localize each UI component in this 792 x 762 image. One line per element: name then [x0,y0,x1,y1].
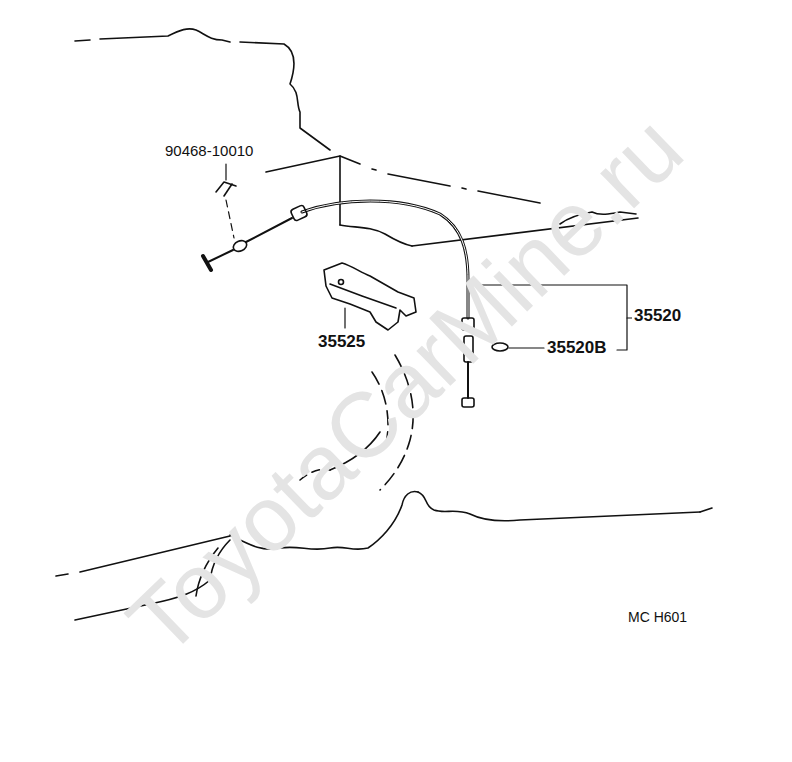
cable-inner [246,218,292,242]
engine-outline [340,225,412,246]
clip [224,184,232,196]
bracket [324,263,416,330]
part-number: 35525 [316,333,367,352]
engine-outline [418,492,700,521]
clip [216,182,236,192]
engine-outline [266,156,340,225]
leader-line [225,164,226,180]
phantom-line [340,156,540,203]
cable-end [203,256,211,270]
engine-outline [240,42,330,150]
figure-code: MC H601 [626,610,689,625]
phantom-line [75,40,90,41]
leader-line [226,200,234,238]
cable-end [462,398,474,407]
watermark: ToyotaCarMine.ru [112,100,698,671]
bracket [330,284,396,308]
leader-line [344,308,345,328]
part-number: 35520 [632,307,683,326]
leader-line [509,347,544,348]
bracket-hole [339,280,344,285]
cable-inner [208,250,233,262]
part-number: 90468-10010 [163,143,255,160]
cable-fitting [290,205,308,222]
engine-outline [700,508,712,512]
engine-outline [100,29,230,42]
cable-fitting [232,239,249,254]
part-number: 35520B [545,339,609,358]
